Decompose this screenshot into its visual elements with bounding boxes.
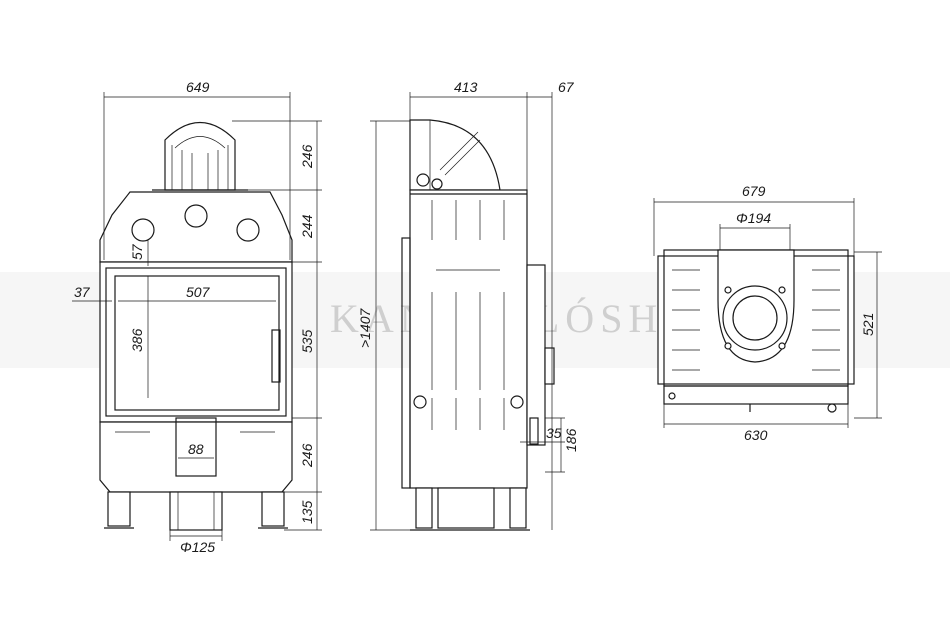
side-view: 413 67 >1407 35 186	[357, 79, 579, 531]
front-door-frame	[99, 261, 293, 423]
front-air-hole-center	[184, 204, 208, 228]
front-lower-body	[99, 421, 293, 493]
side-total-height-label: >1407	[357, 307, 373, 348]
side-front-frame	[401, 237, 411, 489]
front-inlet-diameter-label: Φ125	[180, 539, 215, 555]
top-width-label: 679	[742, 183, 766, 199]
side-handle-depth-label: 67	[558, 79, 575, 95]
front-glass-width-label: 507	[186, 284, 211, 300]
top-depth-label: 521	[860, 313, 876, 336]
top-body-width-label: 630	[744, 427, 768, 443]
front-mid-height-label: 244	[299, 214, 315, 239]
front-leg-left	[107, 491, 131, 527]
top-flue-diameter-label: Φ194	[736, 210, 771, 226]
front-door-handle	[271, 329, 281, 383]
side-handle	[544, 347, 555, 385]
side-air-inlet	[437, 487, 495, 529]
side-vent-height-label: 186	[563, 428, 579, 452]
front-ash-width-label: 88	[188, 441, 204, 457]
top-view: 679 Φ194 521 630	[653, 183, 882, 443]
front-view: 649 246 244 535 246 135 507 386 57 37 88…	[72, 79, 322, 555]
front-lower-height-label: 246	[299, 443, 315, 468]
side-body	[409, 189, 528, 489]
top-flue-ring	[722, 285, 788, 351]
front-flue-collar	[164, 121, 236, 191]
front-side-offset-label: 37	[74, 284, 91, 300]
side-leg-front	[415, 487, 433, 529]
front-glass-height-label: 386	[129, 328, 145, 352]
front-air-hole-left	[131, 218, 155, 242]
side-depth-label: 413	[454, 79, 478, 95]
front-air-inlet	[169, 491, 223, 531]
front-glass-offset-label: 57	[129, 243, 145, 260]
front-air-hole-right	[236, 218, 260, 242]
front-ash-door	[175, 417, 217, 477]
top-front-frame	[663, 385, 849, 405]
front-glass	[114, 275, 280, 411]
front-top-height-label: 246	[299, 144, 315, 169]
side-leg-rear	[509, 487, 527, 529]
side-vent-width-label: 35	[546, 425, 562, 441]
front-leg-height-label: 135	[299, 500, 315, 524]
front-width-label: 649	[186, 79, 210, 95]
front-door-height-label: 535	[299, 329, 315, 353]
front-leg-right	[261, 491, 285, 527]
